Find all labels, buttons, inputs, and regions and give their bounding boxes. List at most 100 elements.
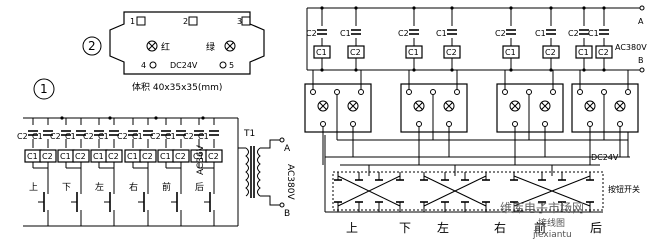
capacitor-label: C1: [32, 132, 43, 141]
capacitor-label: C2: [50, 132, 61, 141]
capacitor-icon: [506, 29, 516, 35]
button-label: 上: [29, 182, 38, 193]
relay-coil-label: C1: [160, 152, 171, 161]
direction-label: 下: [399, 221, 411, 235]
capacitor-label: C1: [198, 132, 209, 141]
relay-coil-label: C2: [75, 152, 86, 161]
relay-module-figure: 2 1 2 3 红 绿 4 DC24V 5 体积 40x35x35(mm): [82, 11, 265, 93]
fig3-relay-modules: [304, 70, 639, 165]
capacitor-label: C1: [340, 29, 351, 38]
relay-coil-label: C1: [60, 152, 71, 161]
capacitor-icon: [317, 29, 327, 35]
button-label: 后: [195, 182, 204, 193]
capacitor-label: C2: [117, 132, 128, 141]
fig3-direction-labels: 上下左右前后: [346, 220, 602, 235]
capacitor-icon: [447, 29, 457, 35]
volume-label: 体积 40x35x35(mm): [132, 81, 222, 93]
pin-5-label: 5: [229, 61, 234, 70]
transformer-label: T1: [243, 129, 255, 139]
button-label: 左: [95, 181, 104, 193]
button-label: 前: [162, 181, 171, 193]
pushbutton-switch-icon: [420, 165, 490, 212]
pushbutton-switch-label: 按钮开关: [608, 184, 640, 194]
capacitor-icon: [599, 29, 609, 35]
capacitor-icon: [351, 29, 361, 35]
terminal-a: [279, 137, 285, 143]
green-lamp-label: 绿: [206, 41, 215, 53]
relay-coil-label: C2: [598, 48, 609, 57]
figure-number-circle: [33, 78, 55, 100]
relay-coil-label: C1: [27, 152, 38, 161]
capacitor-icon: [176, 130, 186, 136]
button-label: 右: [129, 181, 138, 193]
capacitor-label: C1: [98, 132, 109, 141]
pin-2-label: 2: [183, 17, 188, 26]
capacitor-label: C1: [132, 132, 143, 141]
direction-label: 前: [534, 220, 546, 235]
terminal-b: [279, 202, 285, 208]
pin-1-terminal: [136, 16, 146, 26]
pin-3-label: 3: [237, 17, 242, 26]
capacitor-label: C1: [436, 29, 447, 38]
watermark-sub: jiexiantu: [532, 230, 572, 240]
direction-label: 左: [437, 220, 449, 235]
relay-module: [496, 70, 564, 165]
pushbutton-switch-icon: [510, 165, 594, 212]
circuit-figure-3: A B AC380V C2C1C1C2C2C1C1C2C2C1C1C2C2C1C…: [304, 5, 647, 235]
capacitor-label: C2: [495, 29, 506, 38]
capacitor-icon: [128, 130, 138, 136]
capacitor-label: C2: [306, 29, 317, 38]
capacitor-icon: [209, 130, 219, 136]
terminal-a-label: A: [284, 144, 291, 154]
capacitor-label: C2: [398, 29, 409, 38]
dc-label: DC24V: [170, 61, 198, 70]
direction-label: 后: [590, 221, 602, 235]
capacitor-icon: [409, 29, 419, 35]
relay-coil-label: C1: [316, 48, 327, 57]
watermark-cn: 接线图: [538, 217, 565, 229]
relay-module: [304, 70, 372, 165]
relay-coil-label: C2: [142, 152, 153, 161]
lamp-icon: [509, 100, 521, 112]
capacitor-icon: [61, 130, 71, 136]
lamp-icon: [413, 100, 425, 112]
figure-number: 1: [40, 82, 48, 96]
capacitor-icon: [579, 29, 589, 35]
relay-coil-label: C1: [505, 48, 516, 57]
capacitor-icon: [28, 130, 38, 136]
relay-coil-label: C1: [408, 48, 419, 57]
pin-4-terminal: [149, 61, 157, 69]
relay-coil-label: C1: [127, 152, 138, 161]
lamp-icon: [317, 100, 329, 112]
watermark-main: 维库电子市场网: [500, 200, 584, 215]
capacitor-label: C1: [165, 132, 176, 141]
capacitor-label: C2: [183, 132, 194, 141]
direction-label: 右: [494, 220, 506, 235]
relay-module: [400, 70, 468, 165]
relay-coil-label: C2: [175, 152, 186, 161]
relay-coil-label: C2: [108, 152, 119, 161]
terminal-b: [639, 67, 645, 73]
direction-label: 上: [346, 221, 358, 235]
lamp-icon: [347, 100, 359, 112]
ac36v-label: AC36V: [196, 144, 206, 175]
pin-3-terminal: [241, 16, 251, 26]
dc24v-label: DC24V: [591, 153, 619, 162]
pin-5-terminal: [219, 61, 227, 69]
relay-coil-label: C2: [446, 48, 457, 57]
terminal-a: [639, 5, 645, 11]
capacitor-label: C2: [83, 132, 94, 141]
red-lamp-label: 红: [161, 41, 170, 53]
terminal-b-label: B: [638, 56, 644, 65]
ac380v-label: AC380V: [615, 43, 647, 52]
capacitor-icon: [546, 29, 556, 35]
lamp-icon: [614, 100, 626, 112]
capacitor-label: C1: [588, 29, 599, 38]
terminal-a-label: A: [638, 17, 644, 26]
capacitor-label: C2: [17, 132, 28, 141]
fig3-switches: [334, 165, 594, 212]
relay-coil-label: C1: [93, 152, 104, 161]
transformer-secondary: [257, 147, 261, 197]
